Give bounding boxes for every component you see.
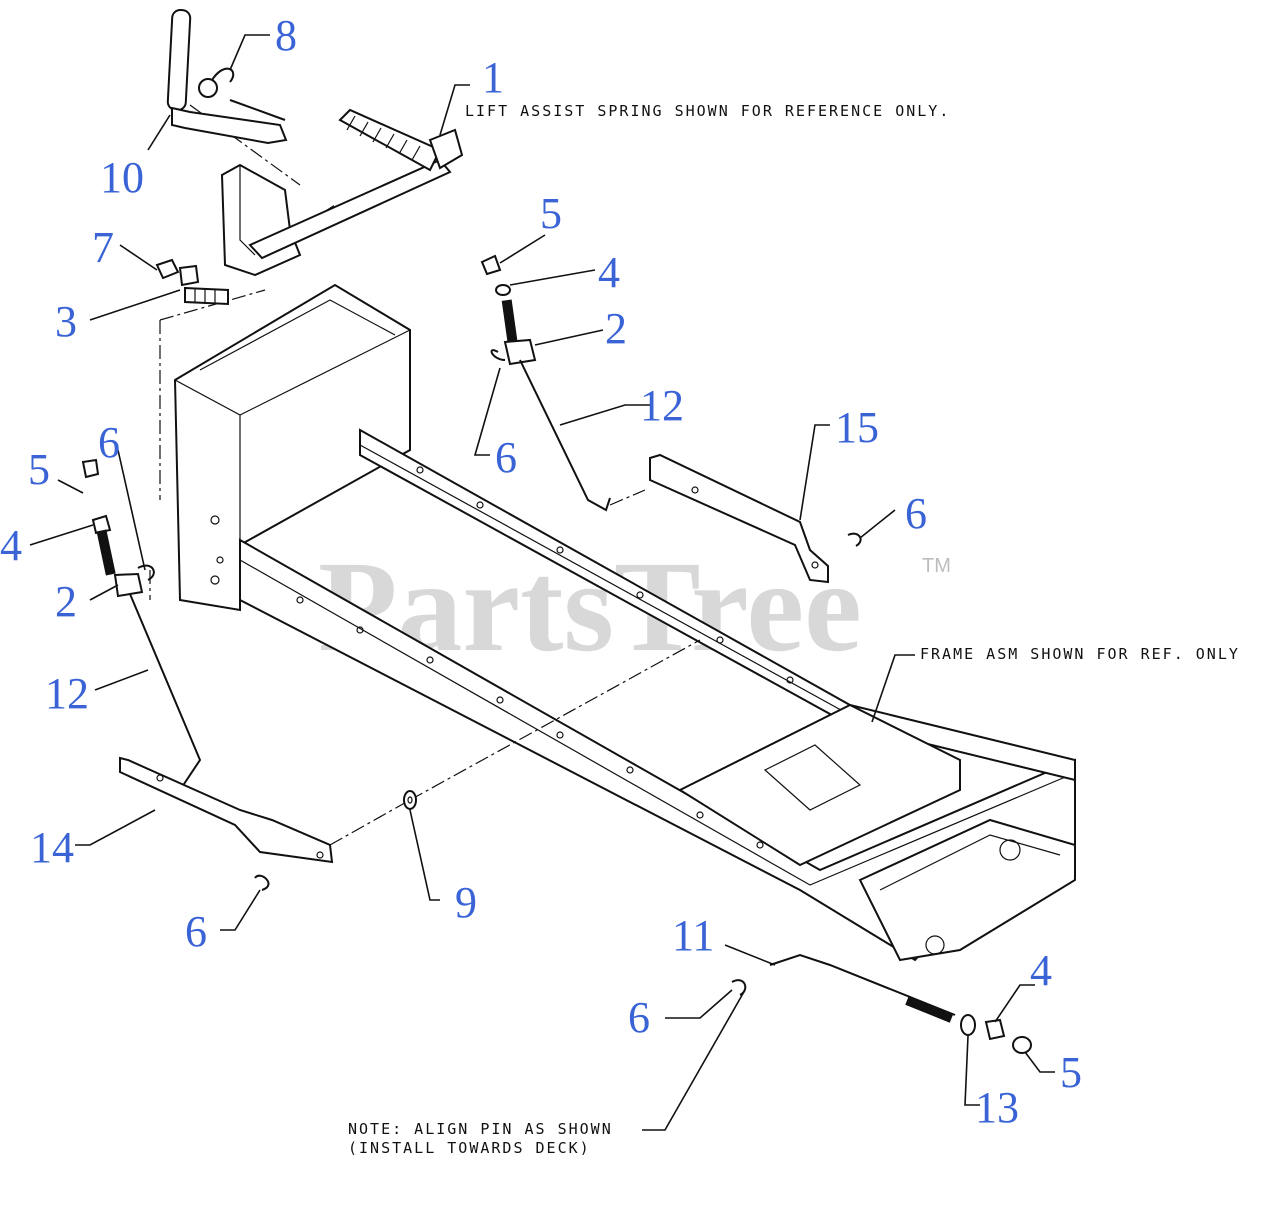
callout-6-right-link: 6 — [495, 433, 517, 482]
callout-4-right: 4 — [598, 248, 620, 297]
lift-bracket — [220, 163, 302, 277]
callout-1: 1 — [482, 53, 504, 102]
part-8-spring — [198, 67, 235, 98]
left-trunnion-2 — [113, 572, 144, 598]
part-7-nut — [155, 258, 200, 287]
callout-5-right: 5 — [540, 189, 562, 238]
part-15-bar — [649, 453, 862, 584]
callout-12-right: 12 — [640, 381, 684, 430]
callout-6-part14: 6 — [185, 907, 207, 956]
left-lift-link-12 — [129, 593, 202, 791]
callout-4-bottom: 4 — [1030, 946, 1052, 995]
lift-handle-assembly — [166, 9, 464, 277]
part-15-clip-6 — [847, 532, 862, 547]
lift-handle-arm — [171, 106, 288, 145]
part-14-bar — [119, 756, 334, 891]
callout-15: 15 — [835, 403, 879, 452]
callout-6-part15: 6 — [905, 489, 927, 538]
part-9-washer — [403, 790, 417, 810]
part-11-clip-6 — [731, 979, 747, 996]
note-align-pin-line2: (INSTALL TOWARDS DECK) — [348, 1139, 591, 1157]
callout-2-left: 2 — [55, 577, 77, 626]
right-washer-4 — [495, 284, 511, 296]
part-11-rod — [731, 953, 956, 1023]
part-3-spring — [184, 286, 229, 306]
part-4-nut — [984, 1018, 1006, 1041]
part-13-washer — [960, 1014, 976, 1036]
watermark-trademark: TM — [922, 555, 951, 577]
callout-7: 7 — [92, 223, 114, 272]
lift-handle-grip — [166, 9, 192, 111]
right-nut-5 — [480, 254, 502, 276]
callout-2-right: 2 — [605, 304, 627, 353]
callout-3: 3 — [55, 297, 77, 346]
left-threaded-rod — [96, 529, 116, 576]
callout-12-left: 12 — [45, 669, 89, 718]
right-clip-6 — [490, 349, 506, 361]
callout-11: 11 — [672, 911, 714, 960]
callout-9: 9 — [455, 878, 477, 927]
right-lift-link-12 — [519, 359, 611, 512]
left-washer-4 — [91, 514, 112, 535]
part-14-clip-6 — [254, 874, 270, 891]
frame-assembly — [173, 283, 1076, 962]
right-trunnion-2 — [503, 338, 537, 366]
left-nut-5 — [81, 458, 100, 479]
leader-lines — [29, 34, 1055, 1131]
callout-6-left-link: 6 — [98, 418, 120, 467]
note-align-pin-line1: NOTE: ALIGN PIN AS SHOWN — [348, 1120, 613, 1138]
lift-rod — [248, 158, 452, 260]
callout-13: 13 — [975, 1083, 1019, 1132]
left-clip-6 — [137, 564, 155, 581]
lift-assist-spring — [338, 108, 442, 172]
callout-10: 10 — [100, 153, 144, 202]
right-threaded-rod — [501, 299, 519, 349]
left-lift-link — [81, 458, 202, 791]
right-lift-link — [480, 254, 611, 512]
callout-5-bottom: 5 — [1060, 1048, 1082, 1097]
frame-holes — [210, 466, 794, 849]
note-frame-asm: FRAME ASM SHOWN FOR REF. ONLY — [920, 645, 1240, 663]
part-5-nut — [1012, 1036, 1032, 1054]
callout-6-part11: 6 — [628, 993, 650, 1042]
callout-4-left: 4 — [0, 521, 22, 570]
callout-5-left: 5 — [28, 445, 50, 494]
callout-8: 8 — [275, 11, 297, 60]
callout-14: 14 — [30, 823, 74, 872]
note-lift-assist: LIFT ASSIST SPRING SHOWN FOR REFERENCE O… — [465, 102, 950, 120]
